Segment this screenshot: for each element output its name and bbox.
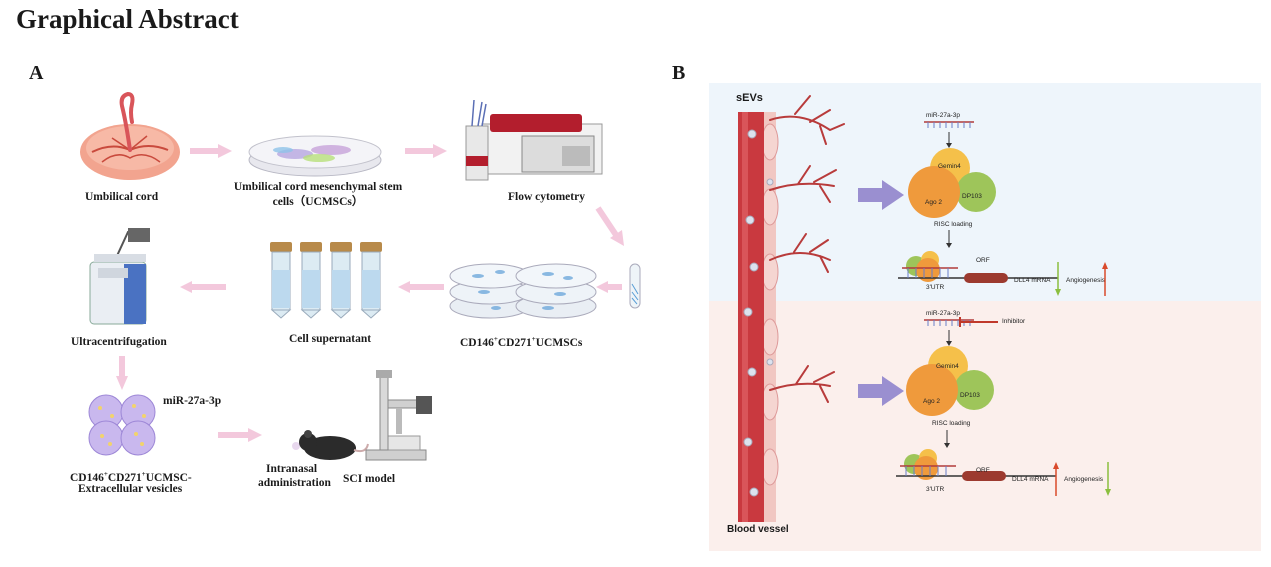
label-blood-vessel: Blood vessel	[727, 524, 789, 535]
bottom-angiogenesis-label: Angiogenesis	[1064, 476, 1104, 483]
flow-cytometer-illustration	[465, 99, 603, 181]
bottom-risc-complex	[906, 346, 994, 416]
bottom-mirna-label: miR-27a-3p	[926, 310, 960, 317]
label-flow-cytometry: Flow cytometry	[508, 191, 585, 203]
petri-dish-illustration	[248, 135, 382, 177]
label-ucmsc-line1: Umbilical cord mesenchymal stem	[233, 181, 403, 193]
arrow-vessel-to-complex-top	[858, 180, 904, 210]
extracellular-vesicles-illustration	[88, 394, 156, 456]
umbilical-cord-illustration	[80, 91, 180, 180]
label-cd146-cd271-ucmscs: CD146+CD271+UCMSCs	[460, 335, 583, 349]
arrow-dishes-to-tubes	[398, 281, 444, 293]
inhibitor-label: Inhibitor	[1002, 318, 1026, 325]
stacked-dishes-illustration	[449, 263, 597, 319]
top-risc-complex	[908, 148, 996, 218]
top-gemin4-label: Gemin4	[938, 163, 961, 170]
label-mirna-a: miR-27a-3p	[163, 395, 222, 407]
panel-a-letter: A	[29, 62, 44, 84]
bottom-orf-label: ORF	[976, 467, 990, 474]
bottom-utr-label: 3'UTR	[926, 486, 945, 493]
panel-b-bottom-background	[709, 301, 1261, 551]
label-ucmsc-line2: cells（UCMSCs）	[272, 196, 364, 208]
label-ev-line2: Extracellular vesicles	[78, 483, 183, 495]
page-title: Graphical Abstract	[16, 4, 239, 34]
label-ultracentrifugation: Ultracentrifugation	[71, 336, 167, 348]
top-down-arrow-1	[946, 132, 952, 148]
top-orf-label: ORF	[976, 257, 990, 264]
bottom-down-arrow-1	[946, 330, 952, 346]
top-mirna-label: miR-27a-3p	[926, 112, 960, 119]
top-angiogenesis-up-arrow	[1102, 262, 1108, 296]
top-ago2-label: Ago 2	[925, 199, 942, 206]
bottom-dp103-label: DP103	[960, 392, 980, 399]
falcon-tubes-illustration	[270, 242, 382, 319]
top-down-arrow-2	[946, 230, 952, 248]
label-ev-line1: CD146+CD271+UCMSC-	[70, 470, 192, 484]
bottom-down-arrow-2	[944, 430, 950, 448]
top-utr-label: 3'UTR	[926, 284, 945, 291]
top-dp103-label: DP103	[962, 193, 982, 200]
label-sevs: sEVs	[736, 92, 763, 104]
label-intranasal-line1: Intranasal	[266, 463, 318, 475]
arrow-tube-to-dishes	[596, 281, 622, 293]
arrow-vessel-to-complex-bottom	[858, 376, 904, 406]
bottom-angiogenesis-down-arrow	[1105, 462, 1111, 496]
top-mrna-binding	[898, 251, 1058, 283]
bottom-dll4-label: DLL4 mRNA	[1012, 476, 1049, 483]
bottom-gemin4-label: Gemin4	[936, 363, 959, 370]
panel-b-letter: B	[672, 62, 686, 84]
arrow-centrifuge-to-evs	[116, 356, 128, 390]
test-tube-illustration	[629, 263, 641, 309]
bottom-mrna-binding	[896, 449, 1056, 481]
top-angiogenesis-label: Angiogenesis	[1066, 277, 1106, 284]
label-intranasal-line2: administration	[258, 477, 331, 489]
top-mirna-strand	[924, 121, 974, 128]
bottom-ago2-label: Ago 2	[923, 398, 940, 405]
arrow-flow-to-tube	[595, 206, 624, 246]
arrow-cells-to-flow	[405, 144, 447, 158]
mouse-illustration	[292, 430, 369, 460]
label-umbilical-cord: Umbilical cord	[85, 191, 159, 203]
top-dll4-label: DLL4 mRNA	[1014, 277, 1051, 284]
top-dll4-down-arrow	[1055, 262, 1061, 296]
sci-device-illustration	[365, 370, 432, 461]
capillary-branches	[769, 95, 845, 403]
bottom-dll4-up-arrow	[1053, 462, 1059, 496]
bottom-risc-label: RISC loading	[932, 420, 971, 427]
label-sci-model: SCI model	[343, 473, 396, 485]
inhibitor-bar-icon	[959, 317, 998, 327]
arrow-cord-to-cells	[190, 144, 232, 158]
top-risc-label: RISC loading	[934, 221, 973, 228]
blood-vessel-illustration	[738, 112, 779, 522]
ultracentrifuge-illustration	[89, 228, 150, 325]
arrow-tubes-to-centrifuge	[180, 281, 226, 293]
arrow-evs-to-mouse	[218, 428, 262, 442]
label-cell-supernatant: Cell supernatant	[289, 333, 372, 345]
